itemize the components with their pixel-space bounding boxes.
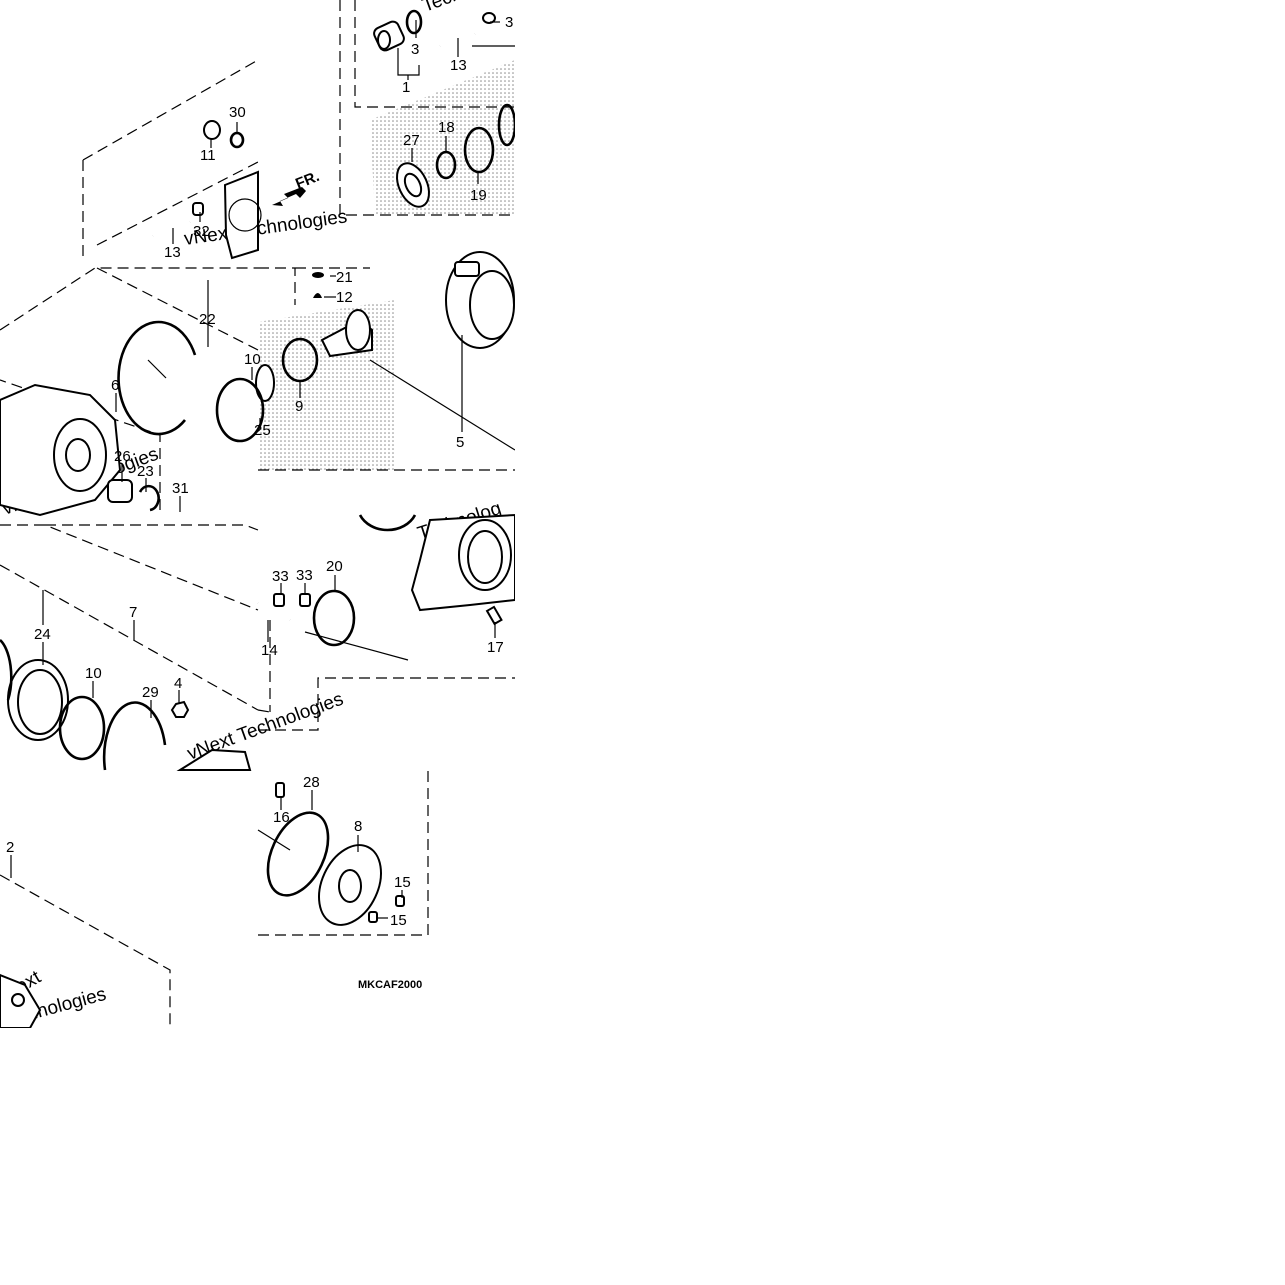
needle-bearing-part [373,9,423,52]
shaded-area-top [370,60,515,215]
seal-rings-lower-left [0,639,252,771]
callout-18: 18 [438,119,455,136]
callout-23: 23 [137,463,154,480]
parts: FR. [0,9,517,1029]
oil-seal-top-left [152,120,262,260]
callout-11: 11 [200,147,216,164]
callout-15: 15 [390,912,407,929]
watermark-1: Technologies [420,0,531,17]
boundary-lower-left [0,524,259,711]
callout-4: 4 [174,675,182,692]
callout-13: 13 [450,57,467,74]
callout-9: 9 [295,398,303,415]
callout-25: 25 [254,422,271,439]
callout-3: 3 [411,41,419,58]
stud-top-right [439,12,496,48]
callout-19: 19 [470,187,487,204]
callout-27: 27 [403,132,420,149]
callout-30: 30 [229,104,246,121]
callout-1: 1 [402,79,410,96]
housing-bottom-left [0,973,42,1029]
boundary-lower-right [257,620,515,731]
callout-28: 28 [303,774,320,791]
boundary-bottom-right [258,770,429,936]
disc-bottom-right [257,782,405,926]
callout-16: 16 [273,809,290,826]
callout-6: 6 [111,377,119,394]
callout-labels: 1 2 3 3 4 5 6 7 8 9 10 10 11 12 13 13 14… [6,14,513,929]
leader-lines [10,20,515,919]
bracket-lower-right [257,513,516,661]
callout-21: 21 [336,269,353,286]
front-arrow: FR. [272,168,322,206]
housing-part [0,320,265,517]
callout-14: 14 [261,642,278,659]
direction-marker-label: FR. [293,168,322,193]
callout-31: 31 [172,480,189,497]
callout-5: 5 [456,434,464,451]
callout-26: 26 [114,448,131,465]
callout-33: 33 [296,567,313,584]
callout-33: 33 [272,568,289,585]
boundary-top-right [339,0,515,216]
boundary-center-right [258,267,515,471]
callout-17: 17 [487,639,504,656]
callout-29: 29 [142,684,159,701]
callout-12: 12 [336,289,353,306]
boundary-bottom-left [0,874,171,1028]
boundary-top-left [82,59,259,258]
callout-32: 32 [193,223,210,240]
callout-10: 10 [85,665,102,682]
callout-10: 10 [244,351,261,368]
callout-20: 20 [326,558,343,575]
gear-shaft-part [255,251,516,451]
callout-15: 15 [394,874,411,891]
callout-13: 13 [164,244,181,261]
callout-2: 2 [6,839,14,856]
callout-24: 24 [34,626,51,643]
callout-22: 22 [199,311,216,328]
callout-3: 3 [505,14,513,31]
shaded-area-mid [258,300,395,470]
diagram-code: MKCAF2000 [358,979,422,991]
callout-7: 7 [129,604,137,621]
callout-8: 8 [354,818,362,835]
